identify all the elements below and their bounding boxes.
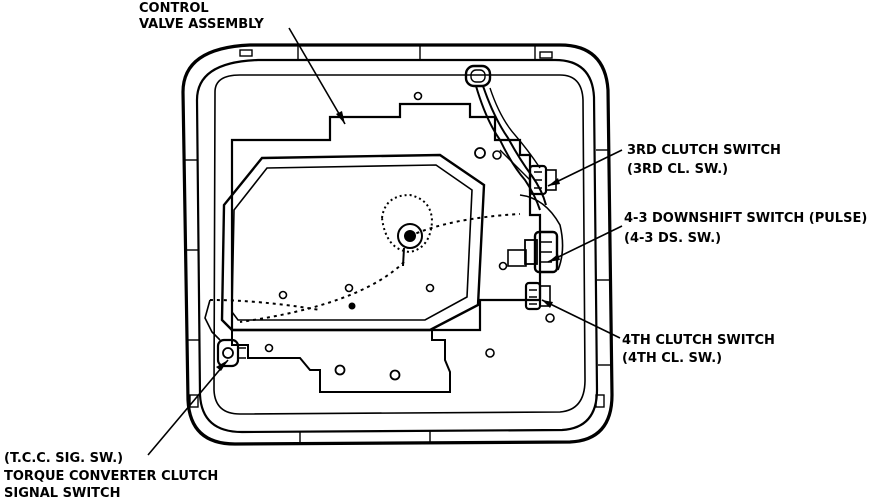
label-control-line-1: CONTROL (139, 1, 209, 16)
label-downshift-line-2: (4-3 DS. SW.) (624, 231, 721, 246)
arrowheads (216, 111, 560, 371)
leader-third-clutch (547, 149, 623, 187)
label-control-line-2: VALVE ASSEMBLY (139, 17, 264, 32)
manual-valve-lever (209, 193, 521, 323)
leader-tcc (147, 359, 229, 456)
leader-control-valve (288, 27, 346, 125)
transmission-case (181, 43, 614, 446)
leader-lines (147, 27, 623, 456)
label-fourth-clutch-switch: 4TH CLUTCH SWITCH (4TH CL. SW.) (622, 333, 775, 366)
label-third-clutch-switch: 3RD CLUTCH SWITCH (3RD CL. SW.) (627, 143, 781, 177)
label-tcc-line-3: SIGNAL SWITCH (4, 486, 120, 501)
label-tcc-line-1: (T.C.C. SIG. SW.) (4, 451, 123, 466)
label-fourth-clutch-line-1: 4TH CLUTCH SWITCH (622, 333, 775, 348)
leader-downshift (547, 225, 623, 263)
label-third-clutch-line-1: 3RD CLUTCH SWITCH (627, 143, 781, 158)
downshift-switch-part (507, 230, 559, 274)
leader-fourth-clutch (541, 299, 621, 339)
label-third-clutch-line-2: (3RD CL. SW.) (627, 162, 728, 177)
label-tcc-signal-switch: (T.C.C. SIG. SW.) TORQUE CONVERTER CLUTC… (4, 451, 218, 501)
fourth-clutch-switch-part (524, 281, 551, 311)
control-valve-body (230, 91, 555, 393)
label-downshift-switch: 4-3 DOWNSHIFT SWITCH (PULSE) (4-3 DS. SW… (624, 211, 867, 246)
third-clutch-switch-part (528, 164, 557, 196)
label-downshift-line-1: 4-3 DOWNSHIFT SWITCH (PULSE) (624, 211, 867, 226)
label-fourth-clutch-line-2: (4TH CL. SW.) (622, 351, 722, 366)
label-tcc-line-2: TORQUE CONVERTER CLUTCH (4, 469, 218, 484)
tcc-signal-switch-part (204, 299, 246, 368)
oil-filter-screen (220, 153, 486, 332)
label-control-valve-assembly: CONTROL VALVE ASSEMBLY (139, 1, 264, 32)
